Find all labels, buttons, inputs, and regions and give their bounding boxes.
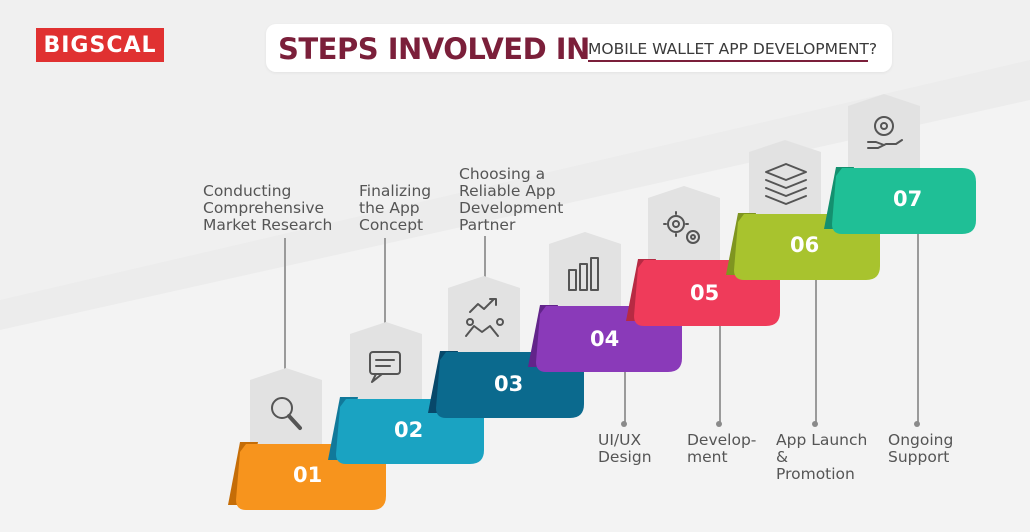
handshake-icon [465, 298, 504, 337]
step-4-number: 04 [590, 327, 620, 351]
step-3-label: Choosing a Reliable App Development Part… [459, 165, 564, 234]
step-6-dot [812, 421, 818, 427]
step-7-tab [848, 94, 920, 170]
step-6-label: App Launch & Promotion [776, 431, 868, 483]
icon-tabs [250, 94, 920, 445]
gears-icon [663, 211, 700, 244]
step-7-label: Ongoing Support [888, 431, 954, 466]
step-3-connector [484, 236, 486, 284]
step-6-connector [815, 278, 817, 424]
step-5-connector [719, 324, 721, 424]
step-3-number: 03 [494, 372, 524, 396]
step-1-tab [250, 368, 322, 445]
step-7-ribbon [832, 168, 976, 234]
step-5-dot [716, 421, 722, 427]
step-7-number: 07 [893, 187, 923, 211]
step-4-label: UI/UX Design [598, 431, 652, 466]
layers-icon [765, 163, 807, 205]
step-5-label: Develop- ment [687, 431, 757, 466]
step-2-number: 02 [394, 418, 424, 442]
step-2-connector [384, 238, 386, 330]
magnifier-icon [271, 397, 302, 430]
step-1-label: Conducting Comprehensive Market Research [203, 182, 333, 234]
step-4-dot [621, 421, 627, 427]
step-6-number: 06 [790, 233, 820, 257]
step-3-tab [448, 276, 520, 354]
page-subtitle: MOBILE WALLET APP DEVELOPMENT? [588, 40, 878, 58]
step-4-tab [549, 232, 621, 308]
title-banner: STEPS INVOLVED IN MOBILE WALLET APP DEVE… [266, 24, 892, 72]
page-title: STEPS INVOLVED IN [278, 32, 590, 66]
brand-logo: BIGSCAL [36, 28, 164, 62]
subtitle-underline [588, 60, 868, 62]
step-1-connector [284, 238, 286, 378]
step-2-label: Finalizing the App Concept [359, 182, 432, 234]
step-4-connector [624, 368, 626, 424]
bar-chart-icon [568, 257, 599, 291]
gear-hand-icon [867, 116, 903, 149]
step-5-number: 05 [690, 281, 720, 305]
step-1-number: 01 [293, 463, 323, 487]
chat-icon [369, 351, 401, 383]
step-7-connector [917, 232, 919, 424]
step-7-dot [914, 421, 920, 427]
